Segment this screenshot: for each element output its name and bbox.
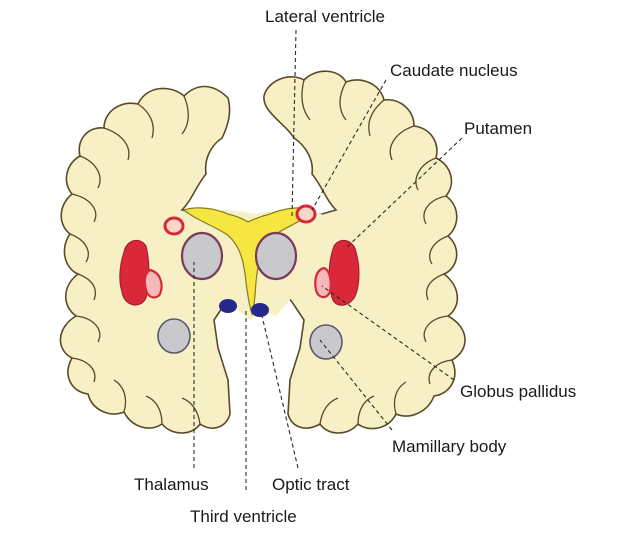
globus-pallidus-right bbox=[315, 268, 330, 297]
caudate-nucleus-left bbox=[165, 218, 183, 234]
label-globus-pallidus: Globus pallidus bbox=[460, 382, 576, 401]
label-third-ventricle: Third ventricle bbox=[190, 507, 297, 526]
optic-tract-right bbox=[251, 303, 269, 317]
thalamus-right bbox=[256, 233, 296, 279]
label-thalamus: Thalamus bbox=[134, 475, 209, 494]
label-caudate-nucleus: Caudate nucleus bbox=[390, 61, 518, 80]
label-optic-tract: Optic tract bbox=[272, 475, 350, 494]
label-mamillary-body: Mamillary body bbox=[392, 437, 507, 456]
label-putamen: Putamen bbox=[464, 119, 532, 138]
mamillary-body-right bbox=[310, 325, 342, 359]
label-lateral-ventricle: Lateral ventricle bbox=[265, 7, 385, 26]
putamen-right bbox=[329, 240, 359, 305]
mamillary-body-left bbox=[158, 319, 190, 353]
thalamus-left bbox=[182, 233, 222, 279]
optic-tract-left bbox=[219, 299, 237, 313]
putamen-left bbox=[120, 240, 149, 305]
